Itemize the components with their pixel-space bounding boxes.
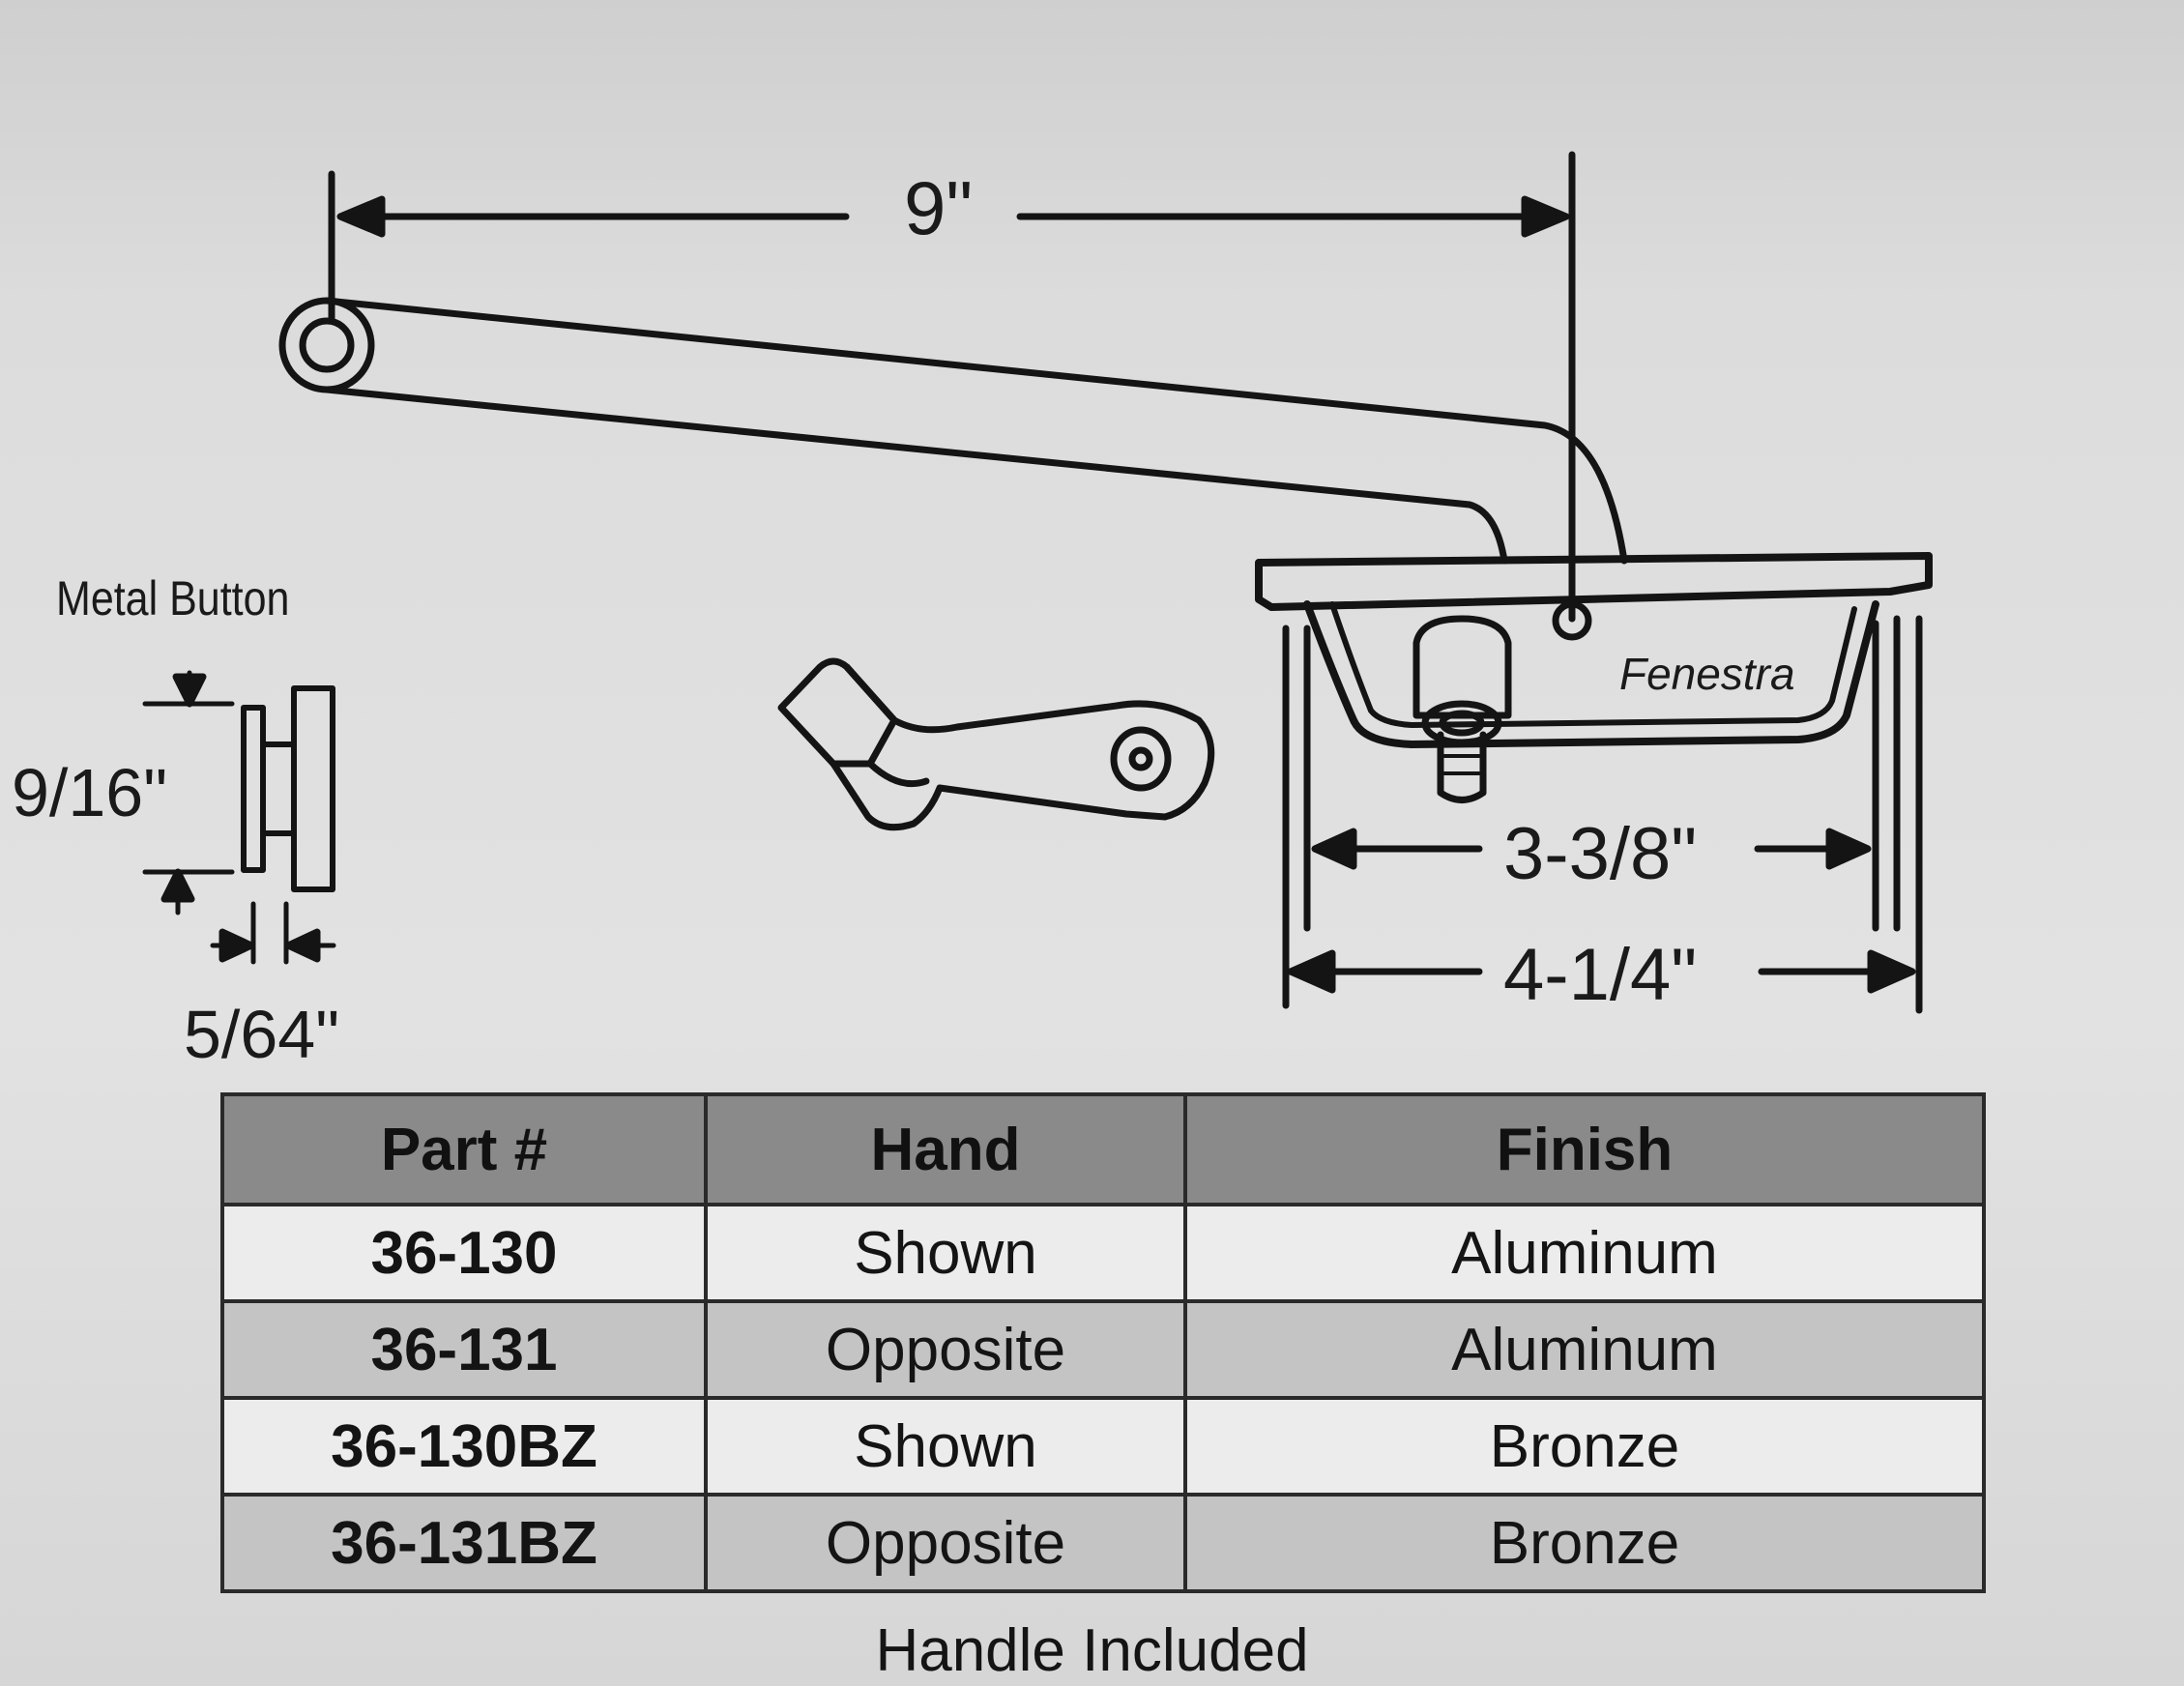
cell-part: 36-130BZ [220, 1396, 708, 1497]
cell-part: 36-131 [220, 1299, 708, 1400]
crank-handle [777, 657, 1215, 831]
cell-finish: Aluminum [1183, 1299, 1986, 1400]
inner-width-label: 3-3/8" [1503, 813, 1698, 895]
table-row: 36-130 Shown Aluminum [220, 1203, 1986, 1303]
arm-length-label: 9" [904, 165, 974, 250]
header-hand: Hand [704, 1092, 1187, 1206]
arm-length-dimension [328, 151, 1576, 623]
brand-label: Fenestra [1619, 649, 1795, 699]
cell-hand: Opposite [704, 1299, 1187, 1400]
header-part: Part # [220, 1092, 708, 1206]
cell-part: 36-130 [220, 1203, 708, 1303]
metal-button-drawing [142, 670, 336, 965]
outer-width-label: 4-1/4" [1503, 934, 1698, 1016]
cell-finish: Bronze [1183, 1493, 1986, 1593]
handle-included-caption: Handle Included [875, 1617, 1309, 1684]
cell-hand: Shown [704, 1396, 1187, 1497]
metal-button-label: Metal Button [56, 571, 290, 625]
inner-width-dimension [1311, 828, 1872, 870]
cell-finish: Bronze [1183, 1396, 1986, 1497]
button-thickness-label: 5/64" [184, 997, 340, 1072]
cell-hand: Opposite [704, 1493, 1187, 1593]
button-height-label: 9/16" [12, 755, 168, 830]
cell-finish: Aluminum [1183, 1203, 1986, 1303]
table-header-row: Part # Hand Finish [220, 1092, 1986, 1206]
operator-arm [278, 297, 1628, 565]
table-row: 36-131BZ Opposite Bronze [220, 1493, 1986, 1593]
operator-base [1255, 552, 1933, 1014]
parts-table: Part # Hand Finish 36-130 Shown Aluminum… [220, 1092, 1986, 1593]
header-finish: Finish [1183, 1092, 1986, 1206]
table-row: 36-131 Opposite Aluminum [220, 1299, 1986, 1400]
cell-hand: Shown [704, 1203, 1187, 1303]
outer-width-dimension [1287, 949, 1916, 994]
table-row: 36-130BZ Shown Bronze [220, 1396, 1986, 1497]
cell-part: 36-131BZ [220, 1493, 708, 1593]
